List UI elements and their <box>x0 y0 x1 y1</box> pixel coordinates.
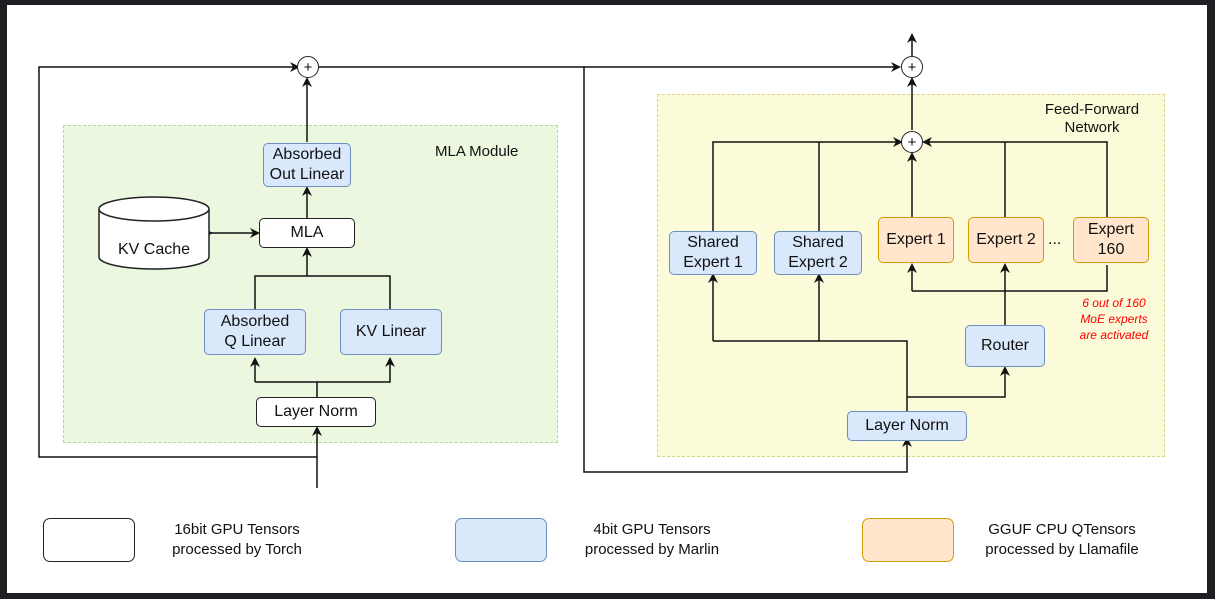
legend-label-torch: 16bit GPU Tensors processed by Torch <box>172 521 302 558</box>
diagram-canvas: MLA Module Feed-Forward Network <box>7 5 1207 593</box>
ffn-layer-norm: Layer Norm <box>847 411 967 441</box>
mla-block: MLA <box>259 218 355 248</box>
residual-add-output: + <box>901 56 923 78</box>
mla-module-label: MLA Module <box>435 143 519 160</box>
legend-label-llamafile: GGUF CPU QTensors processed by Llamafile <box>985 521 1139 558</box>
experts-to-plus <box>922 137 1108 217</box>
shared-expert-1: Shared Expert 1 <box>669 231 757 275</box>
ln-to-kv-linear <box>317 357 395 383</box>
absorbed-q-linear: Absorbed Q Linear <box>204 309 306 355</box>
experts-ellipsis: ... <box>1048 231 1062 248</box>
connector-lines <box>38 33 1108 488</box>
residual-skip-attention <box>38 62 318 488</box>
absorbed-out-linear: Absorbed Out Linear <box>263 143 351 187</box>
expert-160: Expert 160 <box>1073 217 1149 263</box>
legend-label-marlin: 4bit GPU Tensors processed by Marlin <box>584 521 720 558</box>
legend-swatch-llamafile <box>862 518 954 562</box>
ln-to-router <box>907 366 1010 398</box>
kv-linear: KV Linear <box>340 309 442 355</box>
expert-sum-add: + <box>901 131 923 153</box>
router: Router <box>965 325 1045 367</box>
expert-2: Expert 2 <box>968 217 1044 263</box>
kv-cache-label: KV Cache <box>117 241 191 258</box>
ffn-label: Feed-Forward Network <box>1044 101 1140 136</box>
expert-1: Expert 1 <box>878 217 954 263</box>
legend-swatch-marlin <box>455 518 547 562</box>
residual-skip-ffn <box>583 67 912 473</box>
residual-add-attention: + <box>297 56 319 78</box>
shared-expert-1-to-plus <box>712 137 903 231</box>
moe-activation-note: 6 out of 160 MoE experts are activated <box>1079 296 1149 342</box>
shared-expert-2: Shared Expert 2 <box>774 231 862 275</box>
legend-swatch-torch <box>43 518 135 562</box>
attention-layer-norm: Layer Norm <box>256 397 376 427</box>
kv-cache-cylinder <box>98 196 210 270</box>
